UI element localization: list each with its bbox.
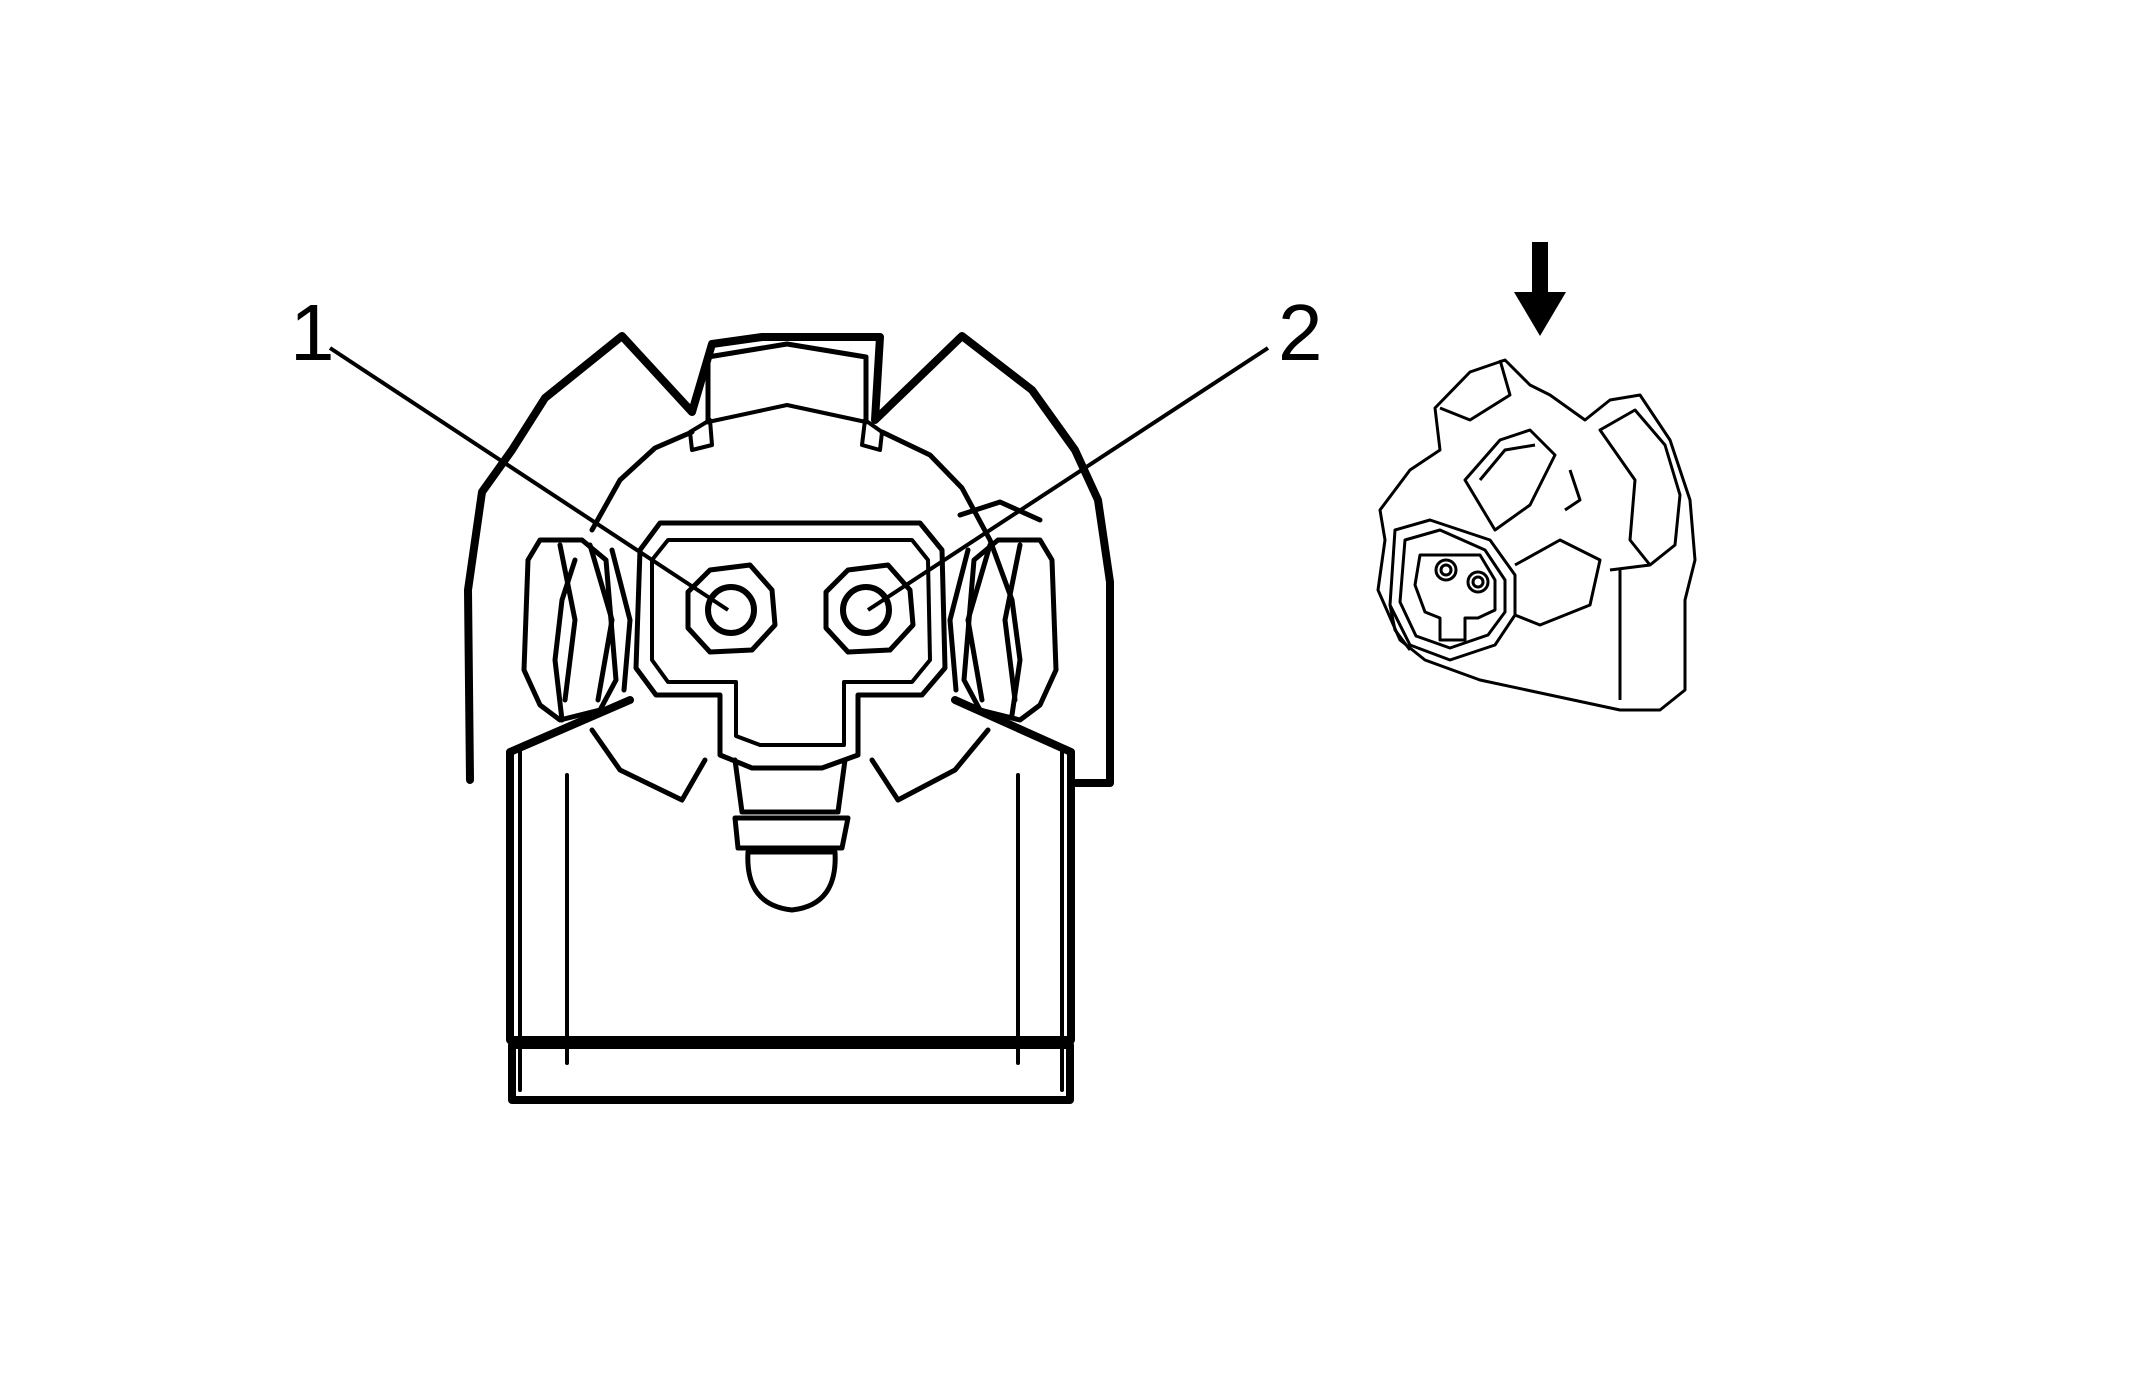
connector-face-view <box>464 332 1114 1104</box>
inner-ring-bottom-left <box>589 727 708 803</box>
iso-front-face-inner <box>1398 528 1507 650</box>
key-nose-dome <box>745 849 838 913</box>
iso-front-face <box>1388 518 1517 662</box>
iso-cavity <box>1413 553 1497 642</box>
iso-right-face <box>1514 538 1602 627</box>
leader-line-2 <box>866 346 1270 612</box>
iso-top-tab <box>1439 359 1512 422</box>
terminal-cavity-block <box>633 520 948 771</box>
key-nose <box>732 757 848 815</box>
key-nose-tip <box>732 815 851 851</box>
connector-lower-body <box>506 696 1075 1044</box>
iso-side-bracket <box>1598 408 1682 567</box>
terminal-cavity-inner <box>650 538 932 747</box>
lower-body-base <box>508 1041 1074 1104</box>
down-arrow-icon <box>1514 242 1566 336</box>
left-latch-fingers <box>521 537 633 723</box>
inner-ring-bottom-right <box>869 727 991 803</box>
tab-lug-left <box>688 418 714 452</box>
terminal-2 <box>823 562 916 655</box>
iso-housing <box>1376 358 1697 712</box>
leader-line-1 <box>328 346 730 612</box>
connector-isometric-view <box>1376 358 1697 712</box>
iso-terminal-1 <box>1434 558 1458 582</box>
iso-latch-edge <box>1478 443 1536 481</box>
right-latch-fingers <box>947 499 1059 723</box>
iso-step <box>1609 563 1651 572</box>
iso-clip <box>1564 469 1582 512</box>
callout-leaders <box>328 346 1270 612</box>
iso-latch-ramp <box>1463 428 1557 532</box>
top-key-tab <box>705 341 869 425</box>
callout-label-1: 1 <box>290 288 335 377</box>
tab-lug-right <box>860 418 884 452</box>
tab-lower-edge <box>706 403 868 424</box>
iso-lower-lip <box>1388 604 1412 651</box>
iso-terminal-2 <box>1466 570 1490 594</box>
callout-label-2: 2 <box>1278 288 1323 377</box>
housing-outer-shell <box>464 332 1114 787</box>
terminal-1 <box>685 562 778 655</box>
